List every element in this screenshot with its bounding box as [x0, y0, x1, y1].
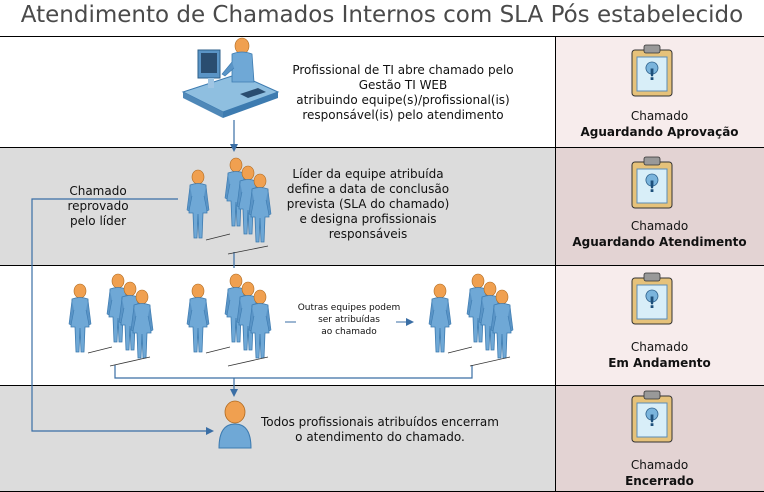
- status-name-3: Em Andamento: [608, 356, 711, 370]
- team-group-3-icon: [428, 273, 514, 367]
- clipboard-icon-3: [631, 272, 673, 325]
- team-icon: [205, 157, 272, 255]
- arrow-rejected: [31, 198, 214, 435]
- status-name-4: Encerrado: [625, 474, 694, 488]
- professional-icon: [218, 400, 252, 449]
- team-leader-icon: [186, 169, 210, 239]
- lane-4: [0, 385, 555, 492]
- workstation-icon: [181, 37, 280, 118]
- clipboard-icon-2: [631, 156, 673, 209]
- line-teams-join: [114, 365, 473, 379]
- status-name-1: Aguardando Aprovação: [580, 125, 739, 139]
- diagram-title: Atendimento de Chamados Internos com SLA…: [20, 2, 744, 28]
- lane-3: [0, 265, 555, 385]
- team-group-1-icon: [68, 273, 154, 367]
- lane-2: [0, 147, 555, 265]
- clipboard-icon-1: [631, 44, 673, 97]
- status-name-2: Aguardando Atendimento: [572, 235, 747, 249]
- clipboard-icon-4: [631, 390, 673, 443]
- team-group-2-icon: [186, 273, 272, 367]
